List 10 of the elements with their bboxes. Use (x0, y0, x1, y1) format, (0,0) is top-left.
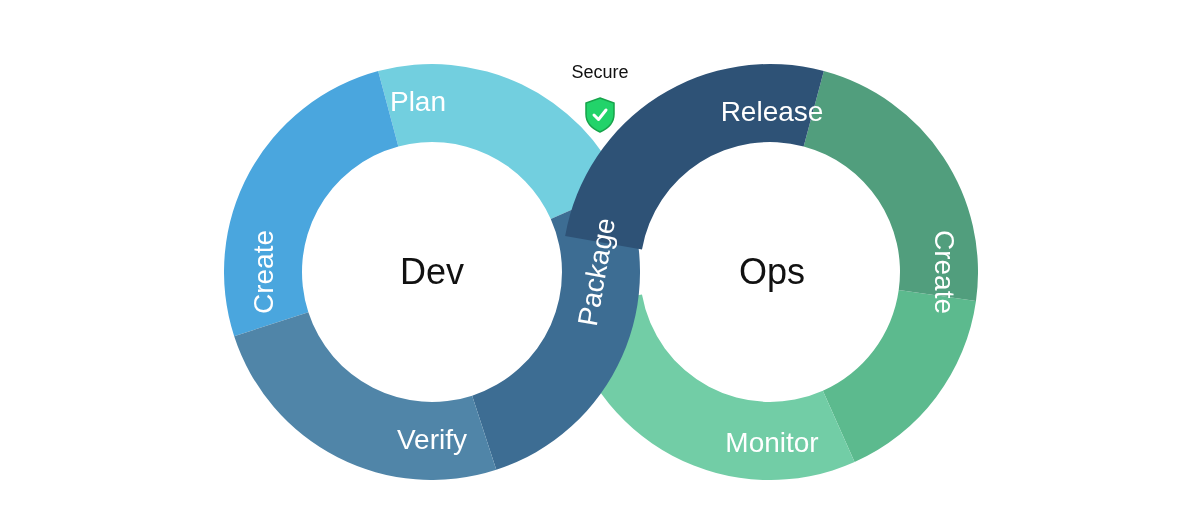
segment-label: Monitor (725, 429, 819, 457)
segment-label: Create (930, 230, 958, 314)
heading-label: Secure (571, 63, 629, 81)
segment-label: Verify (397, 426, 467, 454)
segment-label: Package (573, 215, 621, 329)
center-label: Ops (739, 254, 805, 290)
segment-label: Release (720, 98, 824, 126)
segment-label: Plan (390, 88, 446, 116)
segment-label: Create (250, 230, 278, 314)
center-label: Dev (400, 254, 464, 290)
